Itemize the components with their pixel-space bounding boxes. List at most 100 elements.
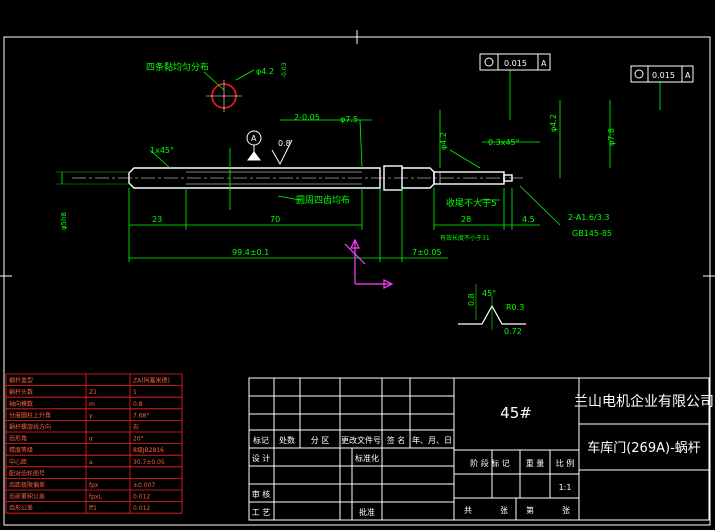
param-table-cell: 30.7±0.05: [133, 459, 165, 466]
detail-angle: 45°: [482, 289, 496, 298]
param-table-cell: 分度圆柱上升角: [9, 411, 51, 419]
dim-70: 70: [270, 215, 280, 224]
hole-note: φ4.2: [256, 67, 274, 76]
param-table-cell: 20°: [133, 436, 144, 443]
section-circle: [206, 80, 242, 112]
dim-28: 28: [461, 215, 471, 224]
rev-header-2: 分 区: [311, 436, 330, 445]
vert-left: φ5h8: [60, 212, 68, 230]
detail-view: [458, 284, 526, 330]
param-table-cell: 右: [133, 423, 139, 431]
sheet-label: 张: [500, 506, 508, 515]
detail-w: 0.72: [504, 327, 522, 336]
rev-header-3: 更改文件号: [341, 435, 381, 445]
param-table-cell: 7.68°: [133, 412, 149, 419]
param-table-cell: 配对齿轮图号: [9, 469, 45, 477]
thread-callout: 2-A1.6/3.3: [568, 213, 609, 222]
geo-tol-right-value: 0.015: [652, 71, 675, 80]
row-process: 工 艺: [252, 508, 271, 517]
sheet-total: 共: [464, 506, 472, 515]
dia-right: φ4.2: [549, 114, 558, 132]
row-check: 审 核: [252, 489, 271, 499]
geo-tolerance-right-frame: [630, 65, 694, 83]
rev-header-4: 签 名: [387, 435, 406, 445]
shoulder-note: 收尾不大于5: [446, 197, 497, 209]
geo-tolerance-left-frame: [479, 53, 551, 71]
thread-note: 四条黏均匀分布: [146, 61, 209, 73]
param-table-cell: m: [89, 401, 95, 408]
geo-tol-right-ref: A: [685, 71, 691, 80]
stage-header-0: 阶 段 标 记: [470, 458, 510, 468]
param-table-cell: fpxL: [89, 494, 102, 501]
under-note: 有效长度不小于31: [440, 234, 490, 242]
dim-23: 23: [152, 215, 162, 224]
material-label: 45#: [500, 404, 532, 422]
param-table-cell: 0.012: [133, 494, 150, 501]
param-table-cell: 中心距: [9, 458, 27, 466]
param-table-cell: 0.012: [133, 505, 150, 512]
tol-rotated: -0.03: [281, 62, 288, 78]
datum-label: A: [251, 134, 257, 143]
scale-value: 1:1: [559, 483, 572, 492]
roughness-mark: [271, 139, 293, 166]
chamfer-note: 1x45°: [150, 146, 174, 155]
rev-header-5: 年、月、日: [412, 435, 452, 445]
param-table-cell: ±0.007: [133, 482, 155, 489]
ucs-icon: [344, 238, 394, 289]
param-table-cell: 0.8: [133, 401, 143, 408]
param-table-cell: Z1: [89, 389, 97, 396]
shaft-body: [128, 165, 513, 191]
parameter-table-text: 蜗杆类型 ZA(阿基米德) 蜗杆头数 Z1 1 轴向模数 m 0.8 分度圆柱上升角 γ 7.68°…: [9, 377, 170, 513]
datum-symbol: [246, 130, 262, 161]
stage-header-2: 比 例: [556, 458, 575, 468]
geo-tol-left-value: 0.015: [504, 59, 527, 68]
detail-r: R0.3: [506, 303, 524, 312]
dim-4-5: 4.5: [522, 215, 535, 224]
param-table-cell: γ: [89, 412, 93, 419]
param-table-cell: 齿形角: [9, 435, 27, 443]
rev-header-0: 标记: [253, 435, 269, 445]
param-table-cell: 8级JB2816: [133, 446, 164, 454]
param-table-cell: 蜗杆头数: [9, 388, 33, 396]
detail-h: 0.8: [467, 293, 476, 306]
param-table-cell: ff1: [89, 505, 97, 512]
annotation-texts: 四条黏均匀分布 φ4.2 1x45° 2-0.05 φ7.5 A 0.8 圆周四…: [60, 59, 691, 336]
row-design: 设 计: [252, 453, 271, 463]
param-table-cell: 齿形公差: [9, 504, 33, 512]
dia-left: φ4.2: [439, 132, 448, 150]
param-table-cell: ZA(阿基米德): [133, 377, 170, 385]
geo-tol-left-ref: A: [541, 59, 547, 68]
knurl-note: 圆周四齿均布: [296, 194, 350, 206]
param-table-cell: 蜗杆螺旋线方向: [9, 423, 51, 431]
parameter-table: [5, 373, 183, 514]
thread-std: GB145-85: [572, 229, 612, 238]
param-table-cell: 蜗杆类型: [9, 377, 33, 385]
dia-right2: φ7.8: [607, 128, 616, 146]
param-table-cell: 精度等级: [9, 446, 33, 454]
row-approve: 批准: [359, 507, 375, 517]
roughness-value: 0.8: [278, 139, 291, 148]
param-table-cell: α: [89, 436, 93, 443]
title-block-texts: 45# 兰山电机企业有限公司 车库门(269A)-蜗杆 标记 处数 分 区 更改…: [252, 393, 714, 517]
groove-dim2: φ7.5: [340, 115, 358, 124]
drawing-frame: [0, 30, 715, 526]
drawing-name: 车库门(269A)-蜗杆: [587, 440, 701, 456]
param-table-cell: 齿距累积公差: [9, 493, 45, 501]
rev-header-1: 处数: [279, 435, 295, 445]
groove-dim: 2-0.05: [294, 113, 320, 122]
company-name: 兰山电机企业有限公司: [574, 393, 714, 410]
param-table-cell: fpx: [89, 482, 99, 489]
param-table-cell: 轴向模数: [9, 400, 33, 408]
sheet-label2: 张: [562, 506, 570, 515]
stage-header-1: 重 量: [526, 458, 545, 468]
dimension-lines: [56, 69, 661, 262]
sheet-no: 第: [526, 505, 534, 515]
row-std: 标准化: [355, 453, 379, 463]
param-table-cell: 齿距极限偏差: [9, 481, 45, 489]
dim-7: 7±0.05: [412, 248, 442, 257]
chamfer-right: 0.3x45°: [488, 138, 520, 147]
param-table-cell: 1: [133, 389, 137, 396]
title-block: [248, 377, 710, 521]
dim-total: 99.4±0.1: [232, 248, 269, 257]
